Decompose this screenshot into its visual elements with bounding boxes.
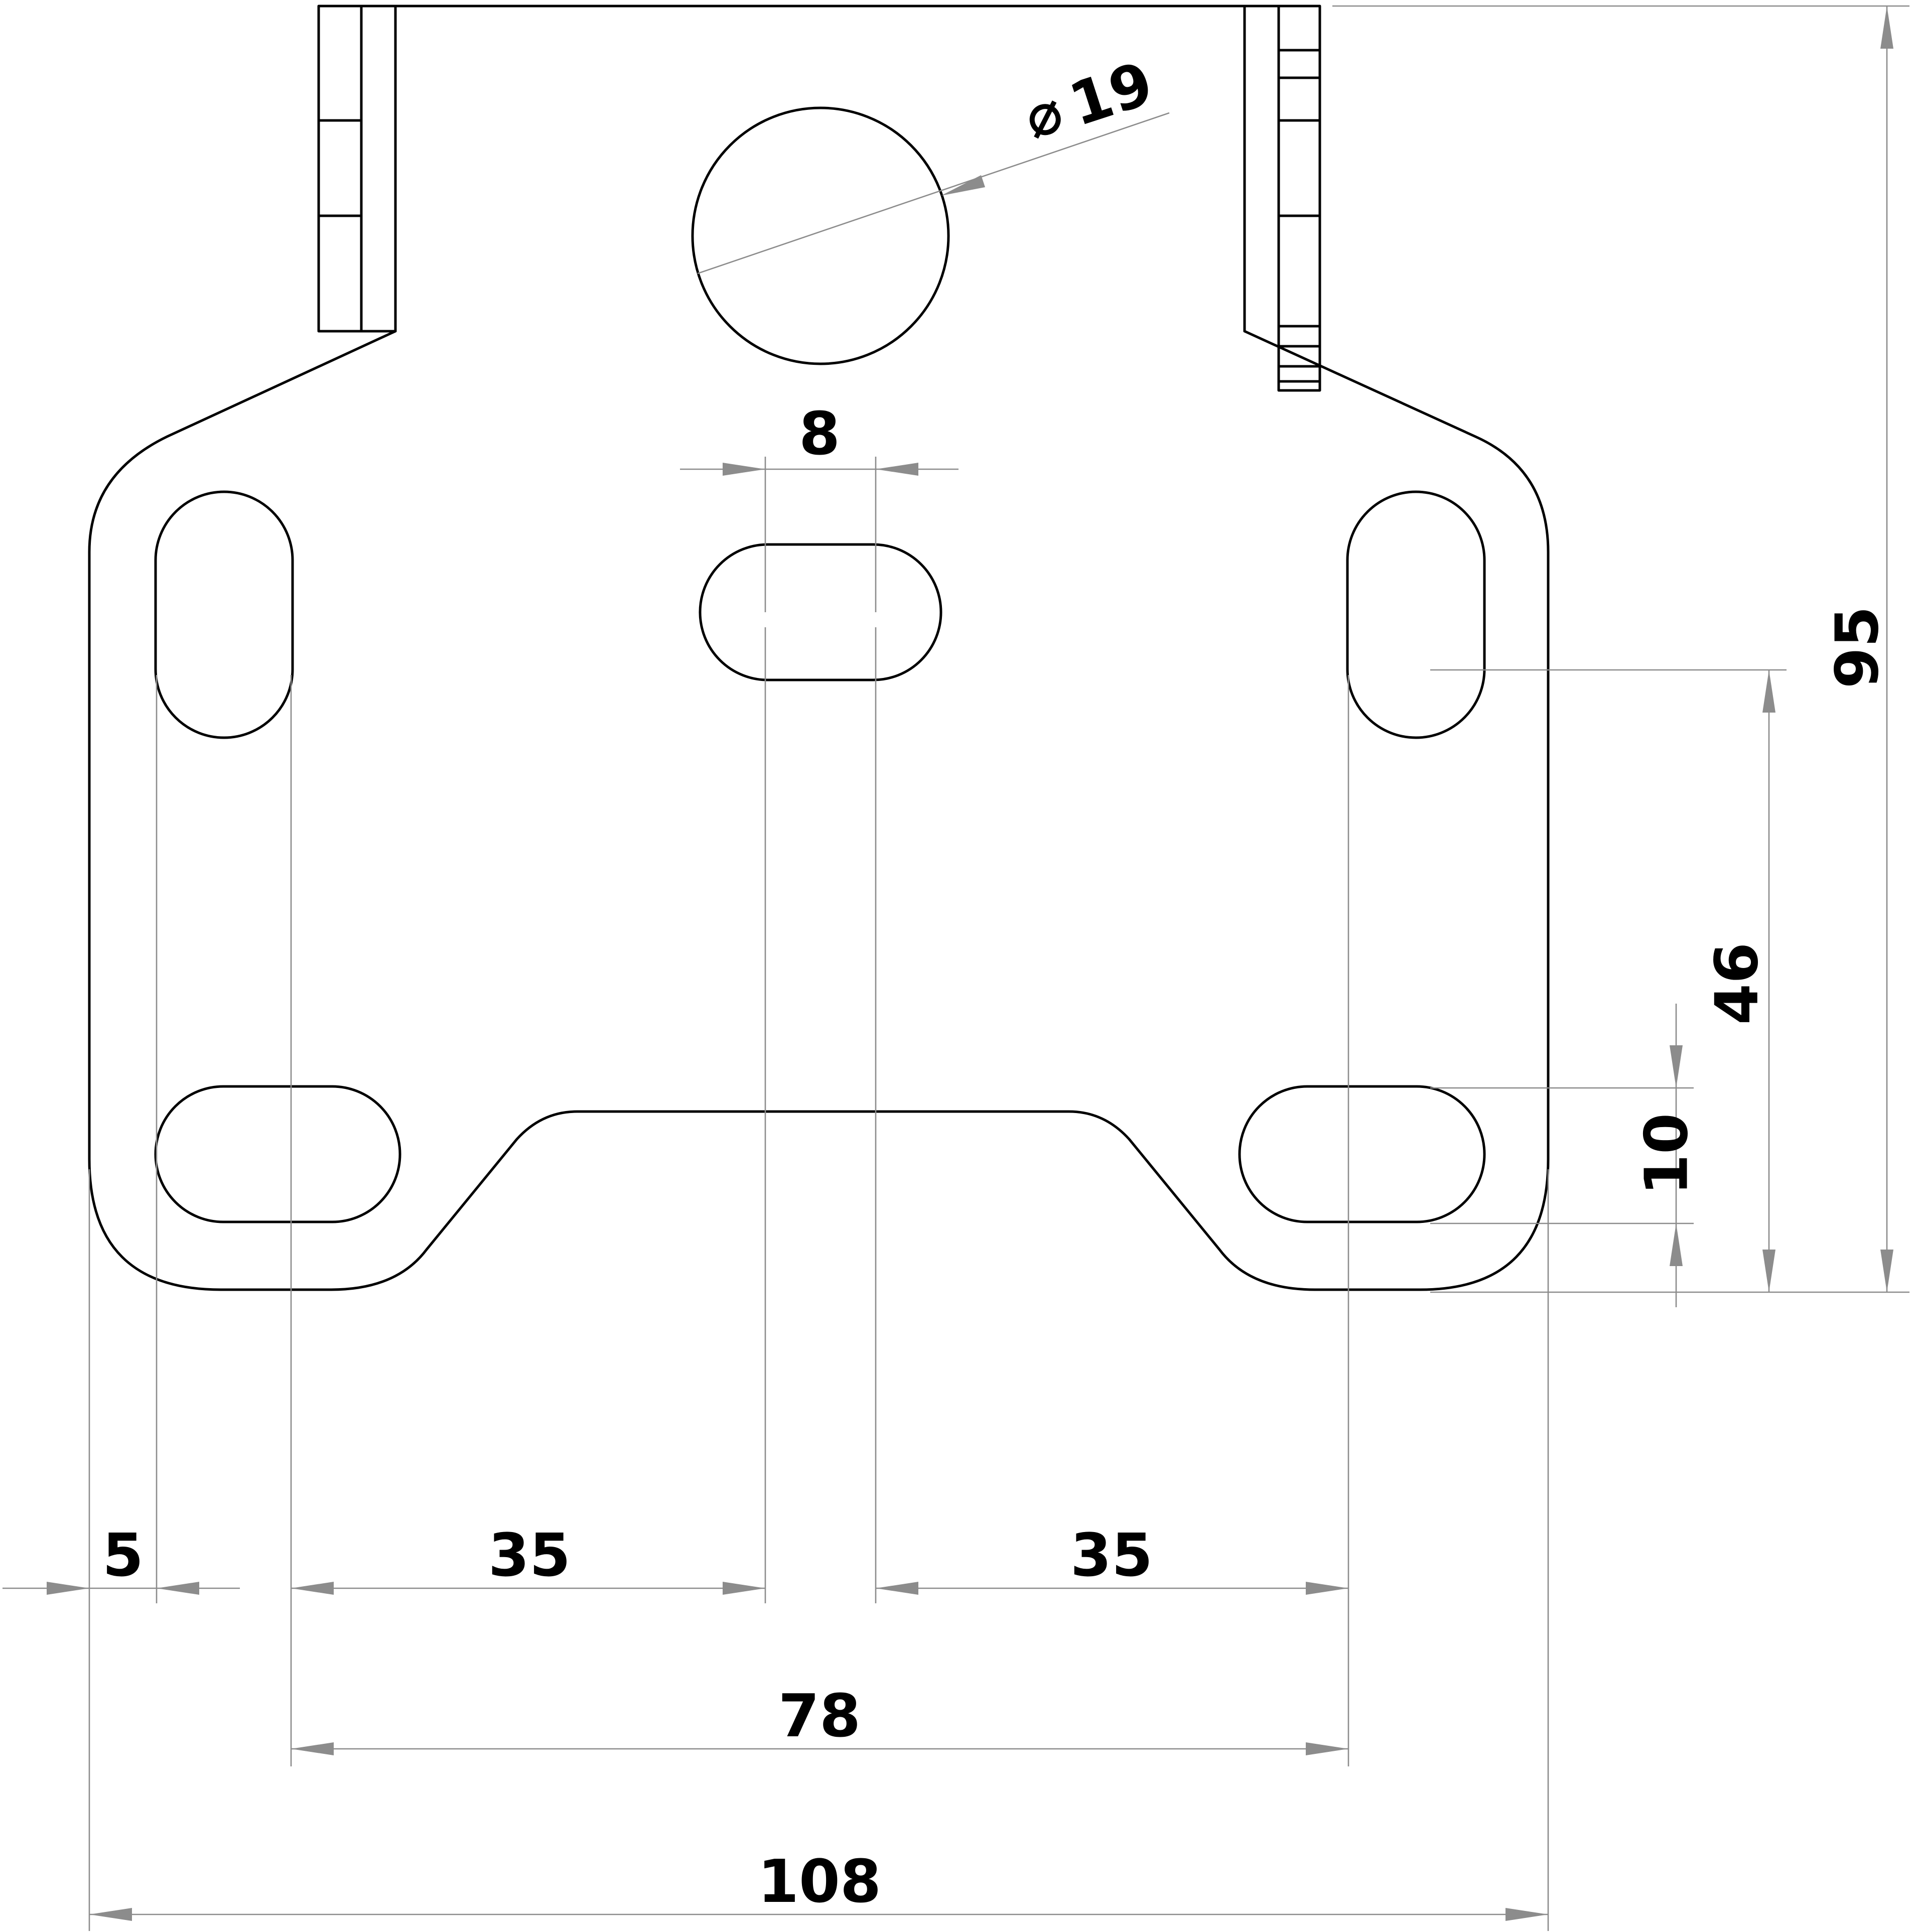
right-tab <box>1243 5 1321 333</box>
arrowhead <box>1880 6 1893 49</box>
arrowhead <box>876 1582 918 1595</box>
slot-bottom-left <box>154 1085 401 1223</box>
slot-center <box>699 543 942 681</box>
left-tab <box>317 5 397 333</box>
dim-slot-width: 8 <box>799 399 840 468</box>
dim-center-to-right: 35 <box>1070 1521 1153 1590</box>
arrowhead <box>1670 1223 1683 1266</box>
slot-top-right <box>1346 490 1486 739</box>
arrowhead <box>1670 1045 1683 1088</box>
dim-overall-height: 95 <box>1822 606 1891 688</box>
arrowhead <box>47 1582 89 1595</box>
dimension-lines <box>3 5 1909 1931</box>
mounting-hole <box>691 106 950 365</box>
leader-line-diameter <box>697 112 1170 274</box>
arrowhead <box>291 1582 334 1595</box>
arrowhead <box>723 463 765 476</box>
dim-slot-height-offset: 46 <box>1702 942 1771 1025</box>
dim-edge-offset: 5 <box>102 1521 144 1590</box>
arrowhead <box>1762 1250 1775 1292</box>
dim-slot-height: 10 <box>1631 1113 1701 1195</box>
right-tab-foot <box>1277 325 1321 392</box>
arrowhead <box>876 463 918 476</box>
arrowhead <box>1762 670 1775 713</box>
arrowhead <box>1880 1250 1893 1292</box>
bracket-part <box>88 5 1550 1291</box>
dim-left-to-center: 35 <box>488 1521 571 1590</box>
bracket-outline <box>88 330 1550 1291</box>
slot-top-left <box>154 490 294 739</box>
dimension-labels: ⌀ 19 8 5 35 35 78 108 10 46 95 <box>102 48 1891 1916</box>
arrowhead <box>1306 1582 1348 1595</box>
slot-bottom-right <box>1238 1085 1486 1223</box>
arrowhead <box>157 1582 199 1595</box>
dim-overall-width: 108 <box>758 1847 881 1916</box>
arrowhead <box>941 175 985 196</box>
arrowhead <box>723 1582 765 1595</box>
arrowhead <box>291 1742 334 1755</box>
arrowhead <box>1506 1908 1548 1921</box>
dim-diameter-symbol: ⌀ <box>1016 76 1071 153</box>
arrowhead <box>89 1908 132 1921</box>
dim-hole-diameter: 19 <box>1061 48 1161 140</box>
dim-slot-spacing: 78 <box>778 1681 861 1750</box>
arrowhead <box>1306 1742 1348 1755</box>
